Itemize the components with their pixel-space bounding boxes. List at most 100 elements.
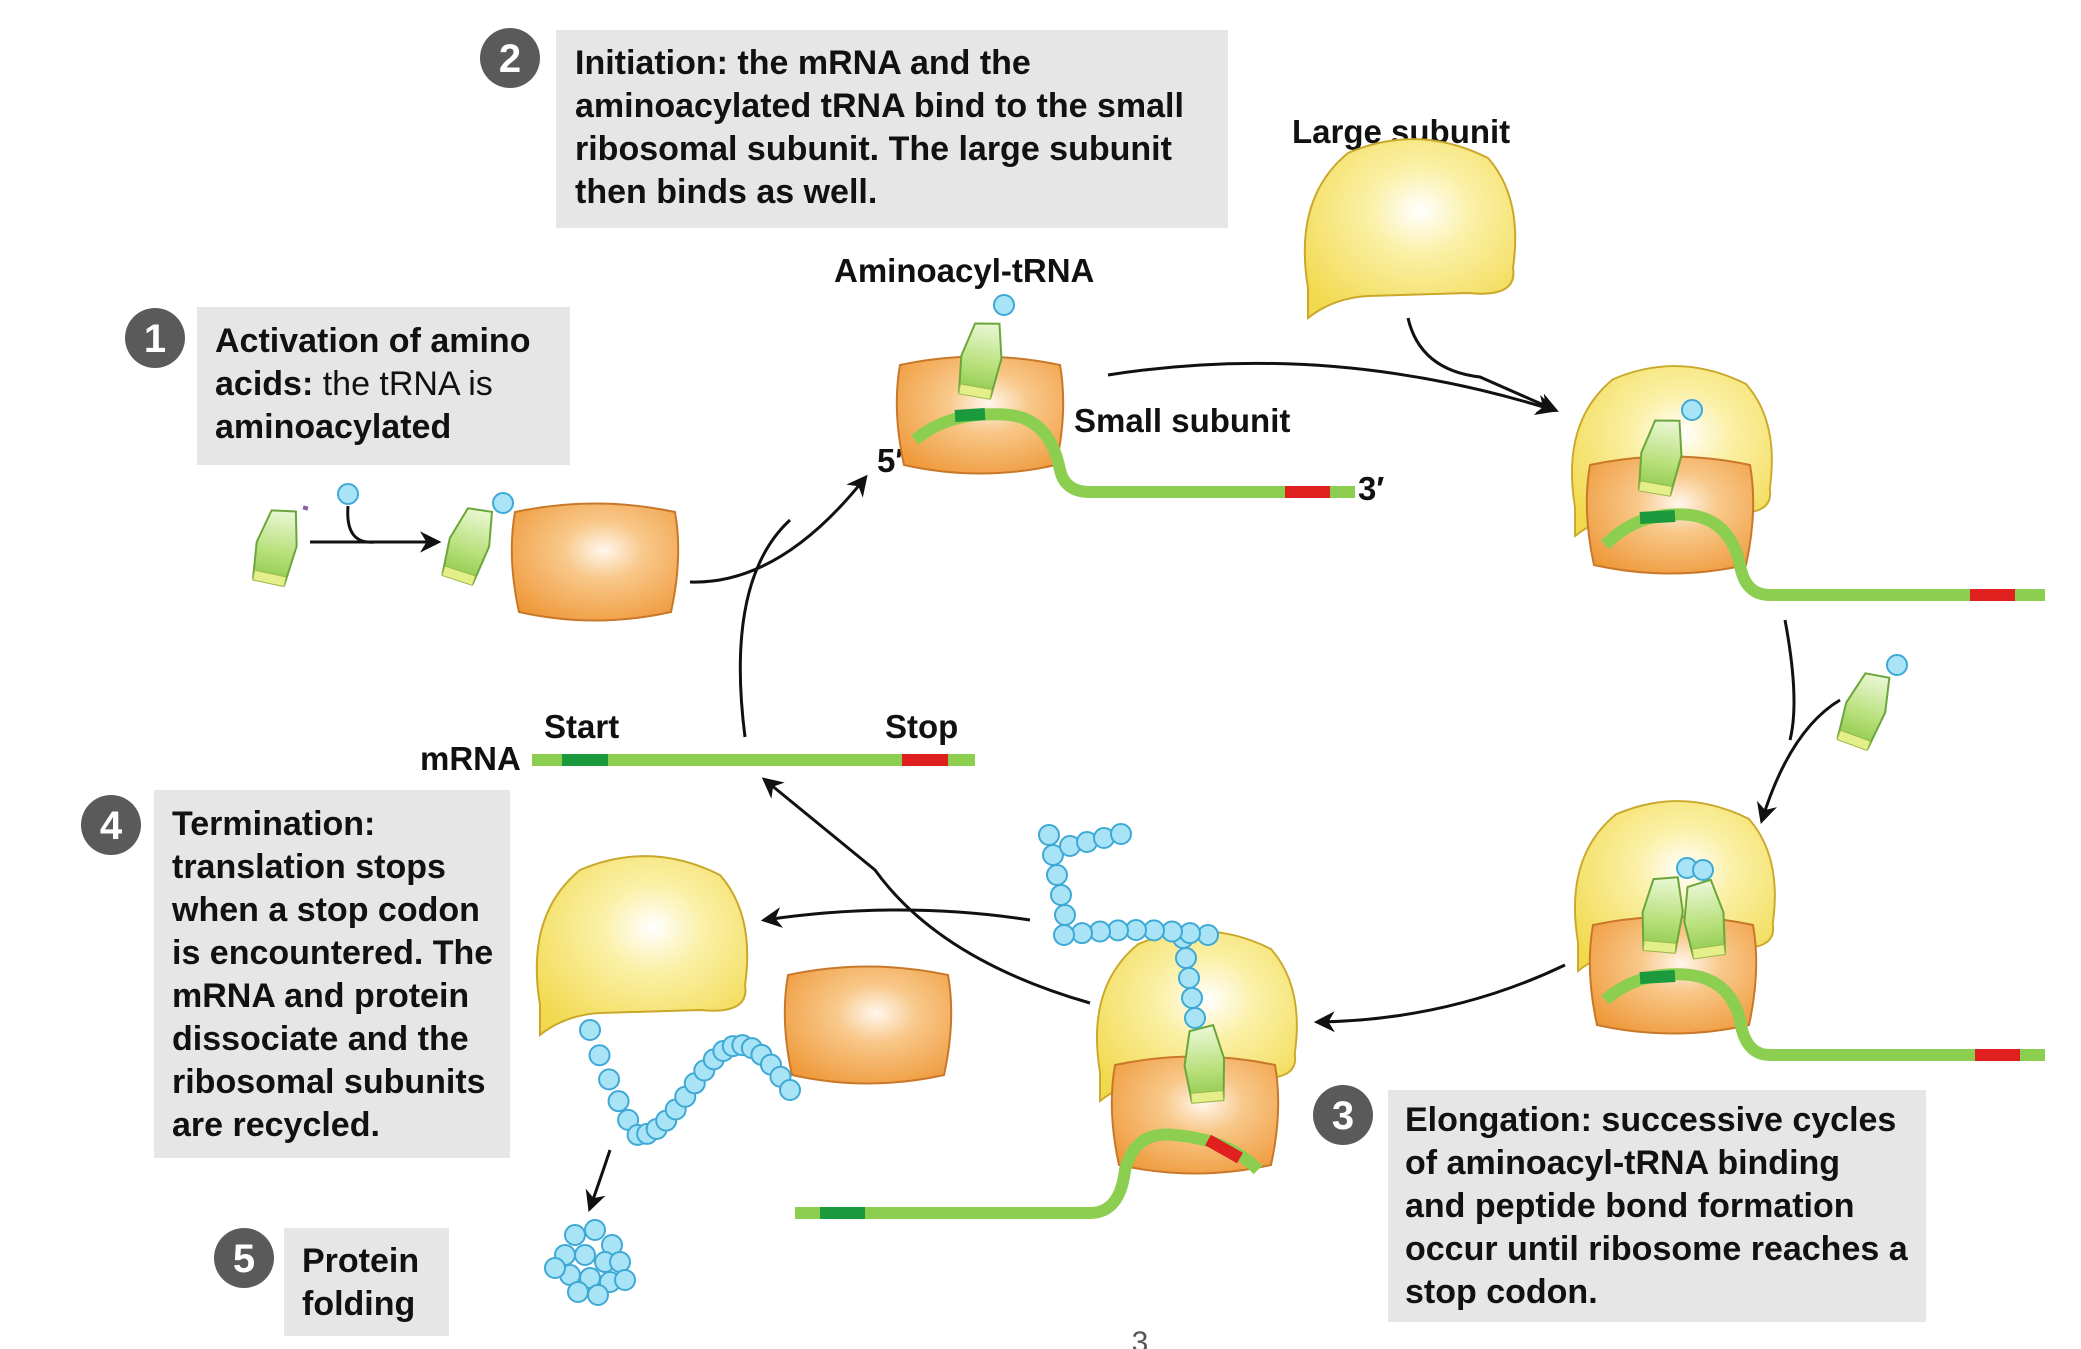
large-subunit-free	[1303, 138, 1517, 320]
step-2-line: aminoacylated tRNA bind to the small	[575, 87, 1184, 125]
amino-acid-bead	[1050, 884, 1072, 906]
attached-amino-acid	[492, 492, 514, 514]
small-subunit-free	[510, 502, 680, 622]
cycle-arrow	[689, 474, 868, 584]
amino-acid-bead	[598, 1068, 621, 1091]
step-4-box: 4 Termination: translation stops when a …	[81, 790, 510, 1158]
step-3-line: stop codon.	[1405, 1273, 1598, 1311]
step-4-line: mRNA and protein	[172, 977, 469, 1015]
step-5-line: Protein	[302, 1242, 419, 1280]
amino-acid-bead	[1179, 922, 1201, 945]
step-5-line: folding	[302, 1285, 415, 1323]
incoming-trna	[1832, 665, 1898, 753]
cycle-arrow	[1406, 317, 1559, 413]
step-3-line: occur until ribosome reaches a	[1405, 1230, 1909, 1268]
stop-label: Stop	[885, 708, 958, 745]
step-5-number-badge	[214, 1228, 274, 1288]
step-2-line: then binds as well.	[575, 173, 877, 211]
released-large-subunit	[535, 855, 749, 1036]
step-3-line: Elongation: successive cycles	[1405, 1101, 1896, 1139]
amino-acid-bead	[779, 1079, 801, 1101]
amino-acid-bead	[1053, 924, 1075, 946]
page-number: 3	[1132, 1326, 1149, 1349]
amino-acid-bead	[609, 1251, 631, 1273]
amino-acid-bead	[1184, 1007, 1206, 1029]
amino-acid-bead	[574, 1244, 596, 1266]
growing-polypeptide	[1038, 823, 1219, 1029]
step-4-line: when a stop codon	[171, 891, 480, 929]
step-1-line: acids: the tRNA is	[215, 365, 493, 403]
step-2-line: Initiation: the mRNA and the	[575, 44, 1031, 82]
amino-acid-bead	[1178, 967, 1200, 989]
amino-acid-bead	[579, 1019, 601, 1041]
three-prime-label: 3′	[1358, 470, 1384, 507]
step-3-number: 3	[1332, 1094, 1354, 1138]
step-1-line: aminoacylated	[215, 408, 451, 446]
step-2-number-badge	[480, 28, 540, 88]
step-4-number-badge	[81, 795, 141, 855]
step-5-number: 5	[233, 1237, 255, 1281]
step-4-line: is encountered. The	[172, 934, 493, 972]
five-prime-label: 5′	[877, 442, 903, 479]
step-2-number: 2	[499, 37, 521, 81]
amino-acid-bead	[1181, 987, 1203, 1009]
step-3-line: of aminoacyl-tRNA binding	[1405, 1144, 1840, 1182]
free-amino-acid	[337, 483, 359, 505]
step-2-line: ribosomal subunit. The large subunit	[575, 130, 1172, 168]
cycle-arrow	[738, 518, 792, 738]
mrna-label: mRNA	[420, 740, 521, 777]
step-2-box: 2 Initiation: the mRNA and the aminoacyl…	[480, 28, 1228, 228]
step-4-number: 4	[100, 804, 123, 848]
assembled-ribosome	[1570, 365, 2045, 601]
cycle-arrow	[1783, 619, 1796, 741]
amino-acid-bead	[584, 1219, 606, 1241]
termination-ribosome	[795, 930, 1298, 1219]
trna-charged	[437, 500, 501, 588]
step-4-line: ribosomal subunits	[172, 1063, 486, 1101]
amino-acid-bead	[607, 1090, 630, 1113]
cycle-arrow	[761, 777, 1091, 1005]
amino-acid-bead	[564, 1224, 586, 1246]
step-4-line: dissociate and the	[172, 1020, 469, 1058]
amino-acid-bead	[1107, 919, 1129, 942]
amino-acid-bead	[587, 1284, 609, 1306]
released-small-subunit	[783, 965, 953, 1085]
amino-acid-bead	[544, 1257, 566, 1279]
step-1-number: 1	[144, 317, 166, 361]
trna-uncharged	[247, 503, 305, 589]
step-1-title: Activation of amino	[215, 322, 530, 360]
elongating-ribosome	[1573, 800, 2045, 1061]
cycle-arrow	[1107, 361, 1558, 415]
released-protein	[579, 1019, 801, 1146]
step-4-title: Termination:	[172, 805, 375, 843]
step-5-box: 5 Protein folding	[214, 1228, 449, 1336]
amino-acid-bead	[1197, 924, 1219, 946]
cycle-arrow	[760, 907, 1031, 928]
step-4-line: are recycled.	[172, 1106, 380, 1144]
amino-acid-bead	[1089, 920, 1111, 943]
step-1-number-badge	[125, 308, 185, 368]
amino-acid-bead	[1175, 947, 1197, 969]
cycle-arrow	[1756, 698, 1841, 825]
amino-acid-bead	[588, 1044, 611, 1067]
amino-acid-bead	[1125, 919, 1147, 941]
step-3-number-badge	[1313, 1085, 1373, 1145]
step-3-line: and peptide bond formation	[1405, 1187, 1855, 1225]
step-1-box: 1 Activation of amino acids: the tRNA is…	[125, 307, 570, 465]
aminoacyl-trna-label: Aminoacyl-tRNA	[834, 252, 1094, 289]
small-subunit-label: Small subunit	[1074, 402, 1290, 439]
initiation-complex	[895, 294, 1355, 498]
step-4-line: translation stops	[172, 848, 446, 886]
amino-acid-bead	[1046, 864, 1068, 886]
step-3-box: 3 Elongation: successive cycles of amino…	[1313, 1085, 1926, 1322]
folded-protein	[544, 1219, 636, 1306]
amino-acid-bead	[1071, 922, 1093, 945]
amino-acid-bead	[1110, 823, 1132, 845]
amino-acid-bead	[567, 1281, 589, 1303]
amino-acid-bead	[1161, 920, 1183, 943]
activation-arrow	[346, 505, 442, 553]
amino-acid-bead	[1054, 904, 1076, 926]
amino-acid-bead	[1038, 824, 1060, 846]
amino-acid-bead	[614, 1269, 636, 1291]
